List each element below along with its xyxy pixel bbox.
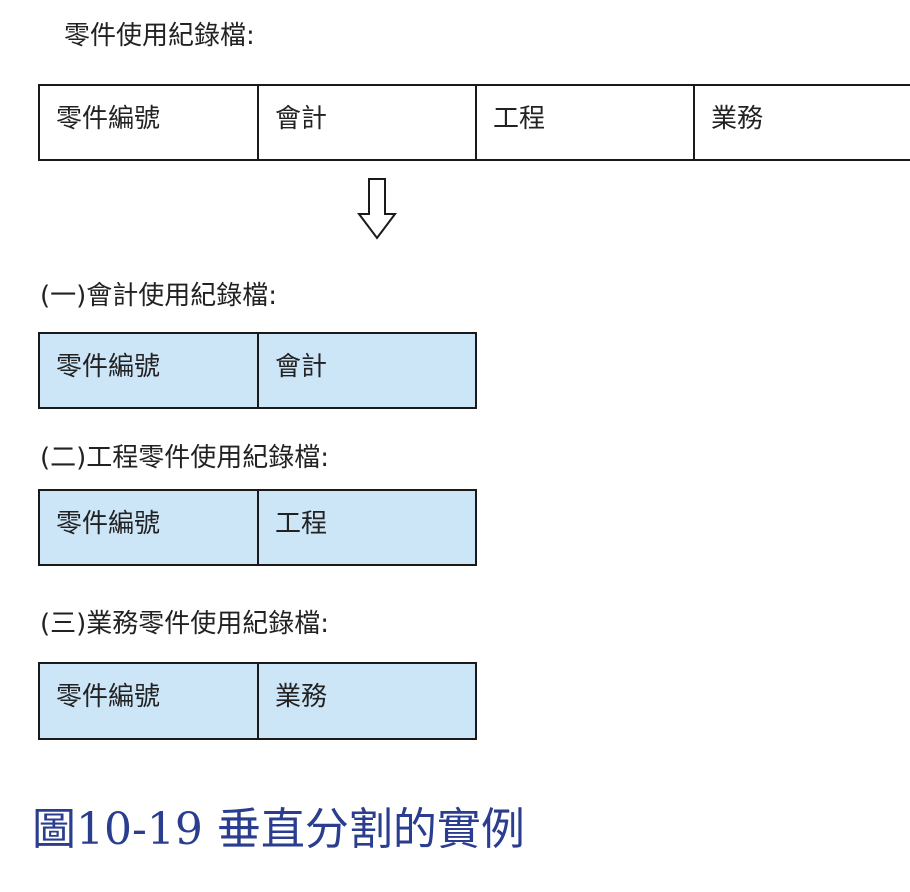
table-cell: 會計 (257, 332, 477, 409)
table-cell: 工程 (257, 489, 477, 566)
table-row: 零件編號 會計 (38, 332, 477, 409)
table-cell: 零件編號 (38, 489, 259, 566)
split-heading-engineering: (二)工程零件使用紀錄檔: (40, 443, 330, 473)
split-heading-sales: (三)業務零件使用紀錄檔: (40, 609, 330, 639)
table-cell: 會計 (257, 84, 477, 161)
table-row: 零件編號 工程 (38, 489, 477, 566)
split-table-sales: 零件編號 業務 (38, 662, 477, 740)
source-heading: 零件使用紀錄檔: (64, 21, 255, 51)
table-cell: 業務 (257, 662, 477, 740)
source-table: 零件編號 會計 工程 業務 (38, 84, 910, 161)
table-cell: 零件編號 (38, 662, 259, 740)
table-row: 零件編號 業務 (38, 662, 477, 740)
table-cell: 零件編號 (38, 84, 259, 161)
split-table-accounting: 零件編號 會計 (38, 332, 477, 409)
table-cell: 工程 (475, 84, 695, 161)
down-arrow-icon (357, 178, 397, 240)
table-row: 零件編號 會計 工程 業務 (38, 84, 910, 161)
table-cell: 零件編號 (38, 332, 259, 409)
table-cell: 業務 (693, 84, 910, 161)
figure-caption: 圖10-19 垂直分割的實例 (32, 804, 525, 855)
split-heading-accounting: (一)會計使用紀錄檔: (40, 281, 278, 311)
split-table-engineering: 零件編號 工程 (38, 489, 477, 566)
